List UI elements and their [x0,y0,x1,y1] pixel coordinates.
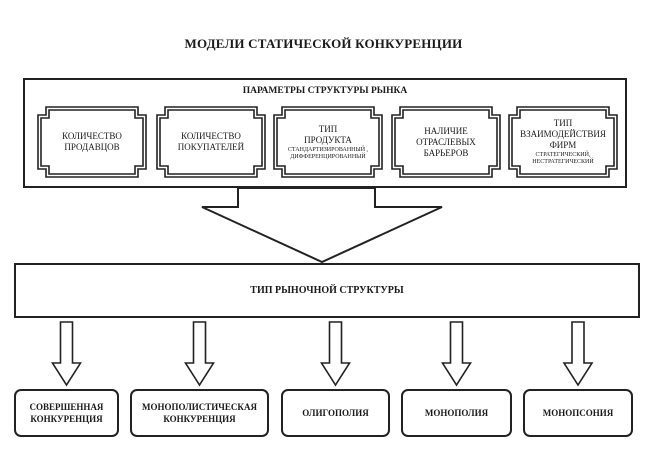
down-arrow [184,321,215,387]
param-card-frame [273,106,383,178]
result-monopsony: МОНОПСОНИЯ [523,389,633,437]
param-card-frame [156,106,266,178]
down-arrow [562,321,594,387]
param-label: НАЛИЧИЕ ОТРАСЛЕВЫХ БАРЬЕРОВ [416,125,476,158]
param-label: ТИП ПРОДУКТА [304,123,352,145]
result-oligopoly: ОЛИГОПОЛИЯ [281,389,390,437]
param-sub: СТРАТЕГИЧЕСКИЙ, НЕСТРАТЕГИЧЕСКИЙ [532,152,594,165]
diagram-title: МОДЕЛИ СТАТИЧЕСКОЙ КОНКУРЕНЦИИ [184,36,463,51]
result-monopoly: МОНОПОЛИЯ [401,389,512,437]
param-card-frame [159,109,263,175]
param-card-frame [276,109,380,175]
param-label: КОЛИЧЕСТВО ПОКУПАТЕЛЕЙ [177,131,245,152]
down-arrow [320,321,351,387]
param-card-frame [37,106,147,178]
param-label: КОЛИЧЕСТВО ПРОДАВЦОВ [62,131,122,152]
result-perfect-competition: СОВЕРШЕННАЯ КОНКУРЕНЦИЯ [14,389,119,437]
down-arrow [441,321,472,387]
down-arrow [51,321,82,387]
param-card-frame [391,106,501,178]
market-structure-box: ТИП РЫНОЧНОЙ СТРУКТУРЫ [14,263,640,318]
param-card-frame [394,109,498,175]
result-monopolistic-competition: МОНОПОЛИСТИЧЕСКАЯ КОНКУРЕНЦИЯ [130,389,269,437]
param-card-frame [511,109,615,175]
param-sub: СТАНДАРТИЗИРОВАННЫЙ , ДИФФЕРЕНЦИРОВАННЫЙ [287,146,369,160]
param-card-frame [40,109,144,175]
param-card-barriers: НАЛИЧИЕ ОТРАСЛЕВЫХ БАРЬЕРОВ [392,107,500,177]
param-card-sellers: КОЛИЧЕСТВО ПРОДАВЦОВ [38,107,146,177]
param-label: ТИП ВЗАИМОДЕЙСТВИЯ ФИРМ [520,118,606,150]
param-card-interaction: ТИП ВЗАИМОДЕЙСТВИЯ ФИРМ СТРАТЕГИЧЕСКИЙ, … [509,107,617,177]
param-card-frame [508,106,618,178]
funnel-arrow [201,187,443,264]
param-card-buyers: КОЛИЧЕСТВО ПОКУПАТЕЛЕЙ [157,107,265,177]
parameters-title: ПАРАМЕТРЫ СТРУКТУРЫ РЫНКА [242,86,408,96]
param-card-product-type: ТИП ПРОДУКТА СТАНДАРТИЗИРОВАННЫЙ , ДИФФЕ… [274,107,382,177]
parameters-frame [23,78,627,188]
